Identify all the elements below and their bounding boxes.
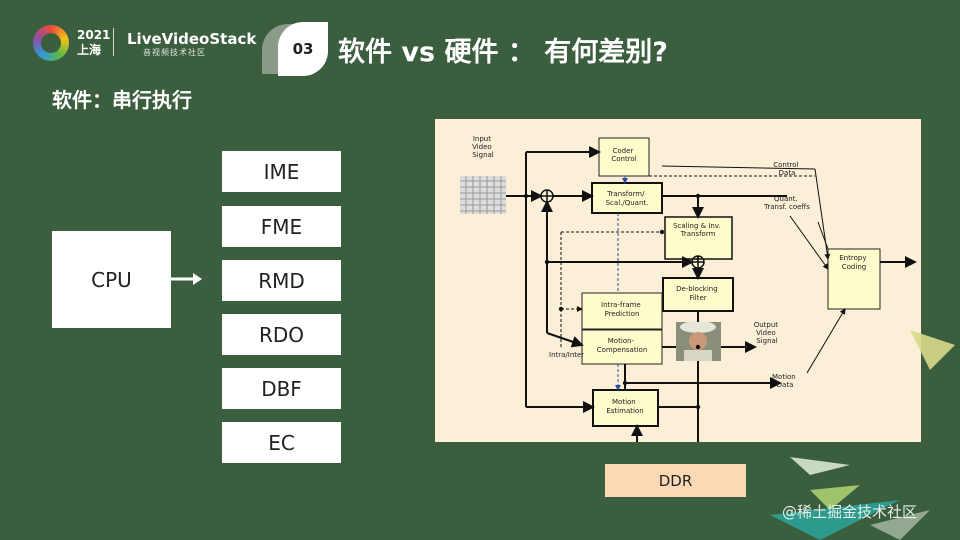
output-frame-icon [676, 321, 721, 361]
intra-inter-label: Intra/Inter [549, 351, 584, 359]
brand-sub: 音视频技术社区 [143, 48, 206, 57]
watermark: @稀土掘金技术社区 [782, 503, 918, 521]
stage-label: DBF [261, 376, 302, 401]
input-frame-icon [460, 176, 506, 214]
motion-compensation-block [581, 329, 663, 365]
transform-quant-label: Transform/ Scal./Quant. [606, 190, 649, 207]
stage-label: IME [263, 159, 300, 184]
cpu-label: CPU [91, 267, 132, 292]
cpu-box: CPU [52, 231, 171, 328]
deblocking-block [662, 277, 734, 312]
stage-box-fme: FME [222, 206, 341, 247]
section-badge: 03 [278, 22, 328, 76]
motion-compensation-label: Motion- Compensation [597, 337, 648, 354]
stage-box-ime: IME [222, 151, 341, 192]
intra-prediction-block [581, 292, 663, 330]
stage-label: RMD [258, 268, 305, 293]
coder-control-label: Coder Control [611, 147, 636, 163]
paper-plane-decoration-icon [770, 330, 955, 540]
page-subtitle: 软件：串行执行 [52, 88, 192, 112]
stage-label: EC [268, 430, 295, 455]
stage-box-ec: EC [222, 422, 341, 463]
page-title: 软件 vs 硬件 ： 有何差别? [338, 37, 668, 68]
arrow-right-icon [171, 273, 202, 285]
entropy-coding-label: Entropy Coding [839, 254, 868, 271]
input-label: Input Video Signal [472, 135, 494, 159]
stage-label: RDO [258, 322, 305, 347]
scaling-inverse-label: Scaling & Inv. Transform [673, 222, 723, 238]
output-video-label: Output Video Signal [754, 321, 781, 345]
stage-box-dbf: DBF [222, 368, 341, 409]
motion-data-label: Motion Data [772, 373, 798, 389]
stage-box-rmd: RMD [222, 260, 341, 301]
ddr-label: DDR [658, 471, 693, 490]
motion-estimation-block [592, 389, 659, 427]
deblocking-label: De-blocking Filter [676, 285, 720, 302]
header-divider [113, 28, 114, 56]
stage-label: FME [260, 214, 303, 239]
entropy-coding-block [827, 248, 881, 310]
ddr-box: DDR [605, 464, 746, 497]
transform-quant-block [591, 182, 663, 214]
section-number: 03 [292, 40, 314, 58]
intra-prediction-label: Intra-frame Prediction [601, 301, 643, 318]
logo-year: 2021 [77, 28, 111, 42]
brand-name: LiveVideoStack [127, 30, 257, 48]
stage-box-rdo: RDO [222, 314, 341, 355]
coder-control-block [598, 137, 650, 177]
motion-estimation-label: Motion Estimation [606, 398, 643, 415]
control-data-label: Control Data [773, 161, 801, 177]
logo-city: 上海 [77, 43, 102, 57]
encoder-block-diagram: Input Video Signal Coder Control Transfo… [435, 119, 921, 464]
quant-coeffs-label: Quant. Transf. coeffs [763, 195, 810, 211]
